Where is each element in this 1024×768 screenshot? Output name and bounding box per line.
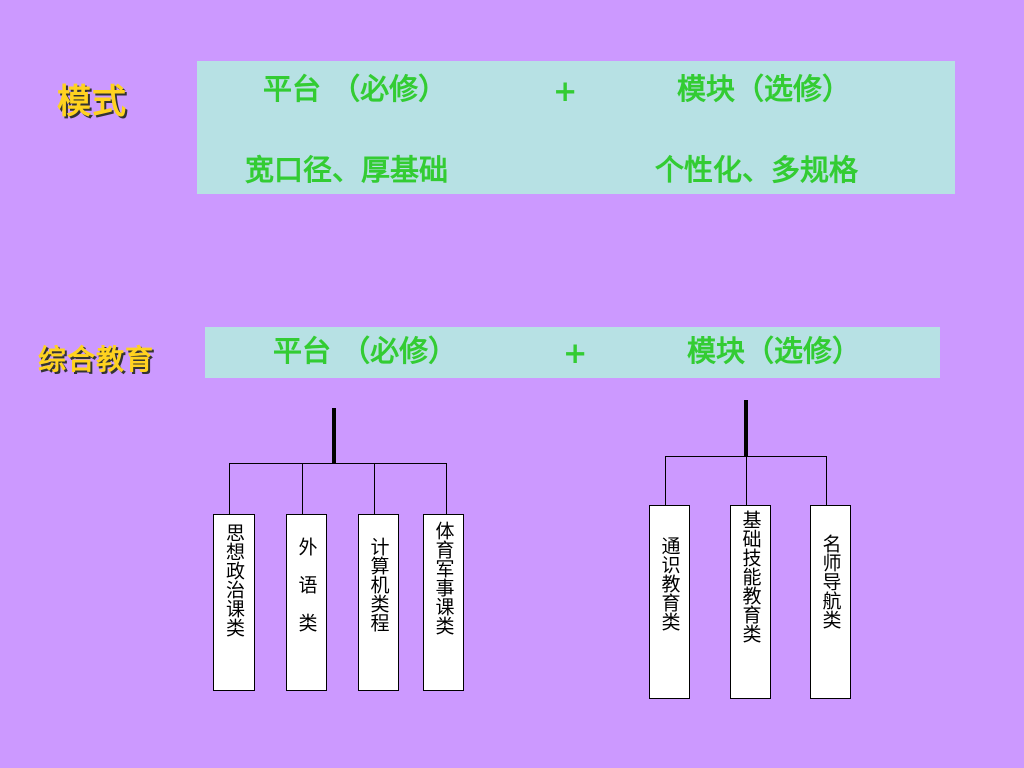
module-branch-text: 名师导航类 [819,534,842,629]
general-panel: 平台 （必修） + 模块（选修） [205,327,940,378]
platform-branch-line [446,463,447,515]
mode-module-text: 模块（选修） [677,72,852,106]
platform-branch-text: 体育军事课类 [432,521,455,635]
platform-branch-line [374,463,375,515]
platform-branch-line [229,463,230,515]
module-branch-box: 通识教育类 [649,505,690,699]
platform-branch-box: 外 语 类 [286,514,327,691]
module-branch-text: 通识教育类 [658,536,681,631]
platform-branch-box: 计算机类程 [358,514,399,691]
module-branch-box: 名师导航类 [810,505,851,699]
module-branch-line [826,456,827,506]
platform-branch-text: 思想政治课类 [223,523,245,637]
general-plus-sign: + [563,336,588,370]
platform-branch-box: 思想政治课类 [213,514,255,691]
mode-module-desc: 个性化、多规格 [655,153,859,187]
platform-bar-line [229,463,447,464]
mode-label: 模式 [57,82,127,122]
platform-branch-box: 体育军事课类 [423,514,464,691]
platform-branch-line [302,463,303,515]
mode-platform-desc: 宽口径、厚基础 [245,153,449,187]
general-module-text: 模块（选修） [687,334,862,368]
mode-plus-sign: + [553,74,578,108]
general-platform-text: 平台 （必修） [273,334,458,368]
module-branch-box: 基础技能教育类 [730,505,771,699]
platform-trunk-line [332,408,336,464]
module-trunk-line [744,400,748,457]
module-branch-line [746,456,747,506]
module-branch-text: 基础技能教育类 [739,510,762,643]
platform-branch-text: 计算机类程 [367,537,390,632]
mode-platform-text: 平台 （必修） [263,72,448,106]
module-branch-line [665,456,666,506]
mode-panel: 平台 （必修） + 模块（选修） 宽口径、厚基础 个性化、多规格 [197,61,955,194]
general-education-label: 综合教育 [38,343,155,376]
platform-branch-text: 外 语 类 [295,537,318,632]
